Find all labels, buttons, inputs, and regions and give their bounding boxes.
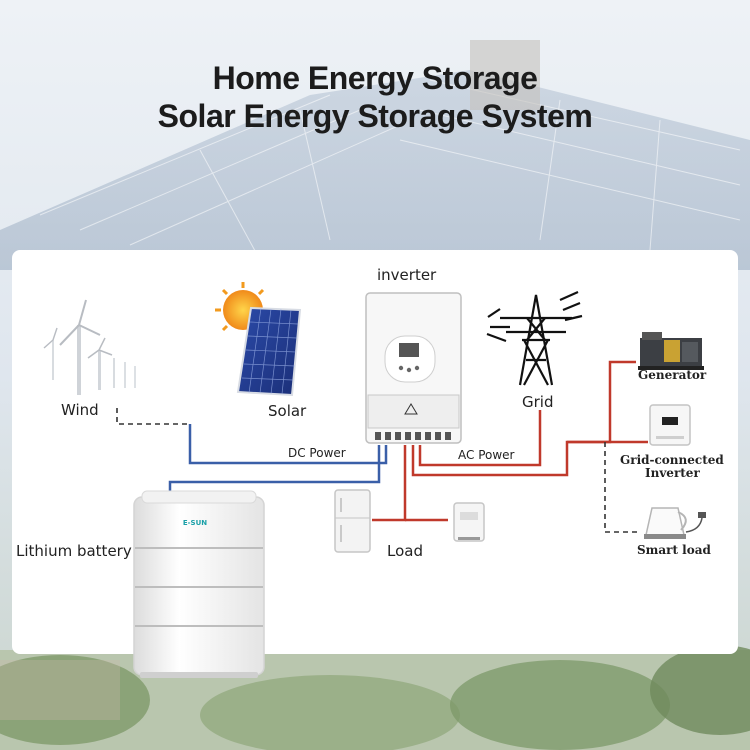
- wind-label: Wind: [61, 401, 99, 419]
- grid-tower-icon: [486, 290, 583, 386]
- inverter-label: inverter: [377, 266, 437, 284]
- solar-panel-icon: [215, 282, 302, 397]
- title-line-1: Home Energy Storage: [212, 60, 538, 96]
- grid-label: Grid: [522, 393, 554, 411]
- dc-power-line: [168, 424, 388, 495]
- grid-inverter-label-line-2: Inverter: [645, 466, 700, 480]
- generator-icon: [638, 332, 704, 370]
- title-line-2: Solar Energy Storage System: [157, 98, 593, 134]
- wind-turbine-icon: [43, 299, 136, 395]
- dashed-lines: [116, 408, 640, 533]
- refrigerator-icon: [334, 489, 371, 553]
- air-conditioner-icon: [453, 502, 485, 542]
- kettle-icon: [644, 507, 706, 539]
- battery-brand-label: E-SUN: [183, 519, 207, 527]
- generator-label: Generator: [638, 368, 707, 382]
- inverter-icon: [365, 292, 462, 444]
- battery-stack-icon: [133, 490, 265, 678]
- battery-label: Lithium battery: [16, 542, 132, 560]
- smart-load-label: Smart load: [637, 543, 711, 557]
- grid-inverter-icon: [649, 404, 691, 446]
- load-label: Load: [387, 542, 423, 560]
- solar-label: Solar: [268, 402, 307, 420]
- ac-power-line: [372, 360, 648, 522]
- dc-power-label: DC Power: [288, 446, 346, 460]
- grid-inverter-label-line-1: Grid-connected: [620, 453, 724, 467]
- ac-power-label: AC Power: [458, 448, 515, 462]
